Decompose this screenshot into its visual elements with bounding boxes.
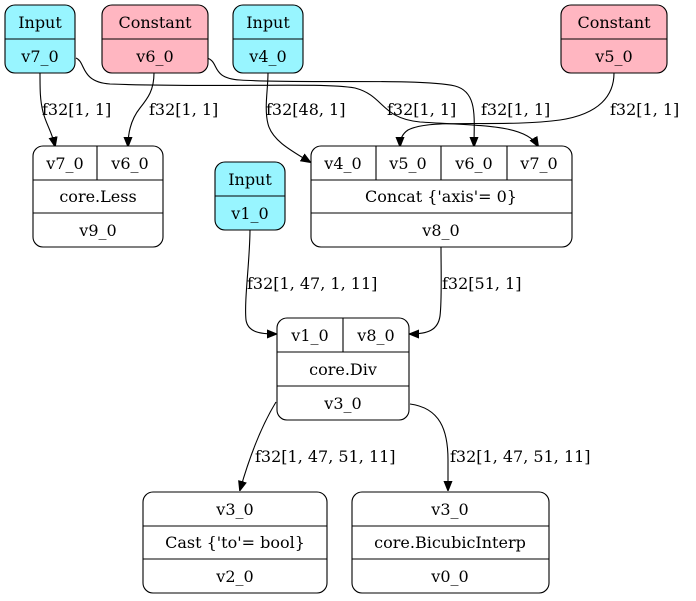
input-node-v1-0[interactable]: Input v1_0 — [214, 161, 286, 231]
node-name-label: v6_0 — [135, 47, 173, 66]
op-node-less[interactable]: v7_0 v6_0 core.Less v9_0 — [32, 145, 164, 248]
edge-v7-to-less — [39, 72, 55, 146]
edge-label-v4-concat: f32[48, 1] — [266, 100, 345, 119]
node-kind-label: Input — [228, 170, 272, 189]
edge-v5-to-concat — [400, 72, 615, 146]
node-kind-label: Constant — [577, 13, 651, 32]
edge-v3-to-bicubic — [409, 403, 448, 490]
edge-v1-to-div — [245, 228, 276, 334]
node-kind-label: Input — [246, 13, 290, 32]
edge-labels: f32[1, 1] f32[1, 1] f32[48, 1] f32[1, 1]… — [42, 100, 679, 466]
output-label: v3_0 — [323, 394, 361, 413]
edge-v4-to-concat — [265, 72, 310, 162]
node-name-label: v7_0 — [20, 47, 58, 66]
edge-label-v6-concat: f32[1, 1] — [481, 100, 550, 119]
op-node-div[interactable]: v1_0 v8_0 core.Div v3_0 — [276, 317, 410, 421]
input-port-label: v1_0 — [290, 326, 328, 345]
edge-label-v3-cast: f32[1, 47, 51, 11] — [255, 447, 396, 466]
edges — [39, 57, 615, 490]
constant-node-v6-0[interactable]: Constant v6_0 — [101, 4, 209, 74]
op-label: Concat {'axis'= 0} — [365, 187, 517, 206]
output-label: v0_0 — [430, 567, 468, 586]
edge-label-v6-less: f32[1, 1] — [149, 100, 218, 119]
input-port-label: v8_0 — [356, 326, 394, 345]
edge-label-v1-div: f32[1, 47, 1, 11] — [247, 274, 377, 293]
edge-label-v7-concat: f32[1, 1] — [387, 100, 456, 119]
input-port-label: v6_0 — [110, 154, 148, 173]
op-node-bg — [142, 491, 328, 594]
edge-label-v7-less: f32[1, 1] — [42, 100, 111, 119]
op-label: Cast {'to'= bool} — [165, 533, 305, 552]
input-node-v7-0[interactable]: Input v7_0 — [4, 4, 76, 74]
output-label: v9_0 — [78, 221, 116, 240]
op-label: core.Less — [59, 187, 136, 206]
input-port-label: v5_0 — [388, 154, 426, 173]
edge-v3-to-cast — [240, 401, 277, 490]
op-node-concat[interactable]: v4_0 v5_0 v6_0 v7_0 Concat {'axis'= 0} v… — [310, 145, 573, 248]
edge-v6-to-concat — [206, 57, 474, 146]
input-port-label: v7_0 — [45, 154, 83, 173]
op-label: core.Div — [309, 360, 377, 379]
op-node-bicubic[interactable]: v3_0 core.BicubicInterp v0_0 — [351, 491, 550, 594]
edge-label-v3-bicubic: f32[1, 47, 51, 11] — [450, 447, 591, 466]
input-port-label: v3_0 — [215, 500, 253, 519]
edge-v6-to-less — [128, 72, 155, 146]
input-port-label: v4_0 — [323, 154, 361, 173]
output-label: v8_0 — [421, 221, 459, 240]
op-node-bg — [351, 491, 550, 594]
node-name-label: v5_0 — [594, 47, 632, 66]
op-label: core.BicubicInterp — [374, 533, 526, 552]
input-port-label: v6_0 — [454, 154, 492, 173]
node-kind-label: Input — [18, 13, 62, 32]
edge-v8-to-div — [410, 246, 442, 334]
constant-node-v5-0[interactable]: Constant v5_0 — [560, 4, 668, 74]
op-node-cast[interactable]: v3_0 Cast {'to'= bool} v2_0 — [142, 491, 328, 594]
edge-label-v5-concat: f32[1, 1] — [610, 100, 679, 119]
input-port-label: v3_0 — [430, 500, 468, 519]
edge-v7-to-concat — [75, 57, 538, 146]
node-kind-label: Constant — [118, 13, 192, 32]
input-node-v4-0[interactable]: Input v4_0 — [232, 4, 304, 74]
op-node-bg — [32, 145, 164, 248]
output-label: v2_0 — [215, 567, 253, 586]
node-name-label: v4_0 — [248, 47, 286, 66]
input-port-label: v7_0 — [519, 154, 557, 173]
node-name-label: v1_0 — [230, 204, 268, 223]
edge-label-v8-div: f32[51, 1] — [442, 274, 521, 293]
